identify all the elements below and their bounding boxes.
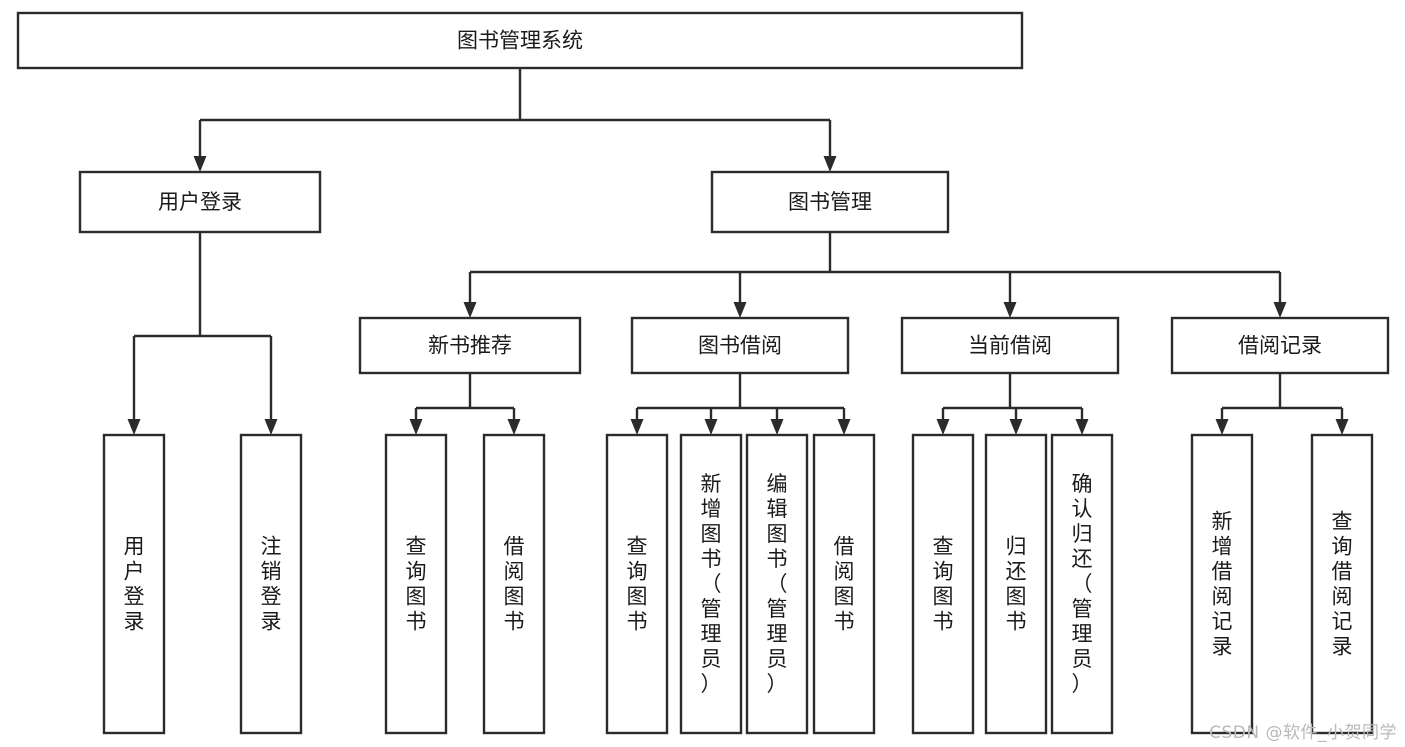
node-root-图书管理系统: 图书管理系统	[16, 11, 1024, 70]
node-label: 图书借阅	[698, 334, 782, 358]
node-box	[630, 316, 850, 375]
node-leaf-0[interactable]: 用户登录	[102, 433, 166, 735]
node-label: 查询图书	[933, 535, 954, 634]
node-box	[900, 316, 1120, 375]
node-level2-1[interactable]: 图书管理	[710, 170, 950, 234]
node-label: 查询借阅记录	[1332, 510, 1353, 659]
node-level3-3[interactable]: 借阅记录	[1170, 316, 1390, 375]
node-label: 查询图书	[627, 535, 648, 634]
node-box	[482, 433, 546, 735]
node-label: 新增图书（管理员）	[701, 472, 722, 696]
node-label: 归还图书	[1006, 535, 1027, 634]
node-box	[102, 433, 166, 735]
node-box	[78, 170, 322, 234]
node-box	[679, 433, 743, 735]
node-label: 借阅记录	[1238, 334, 1322, 358]
node-leaf-3[interactable]: 借阅图书	[482, 433, 546, 735]
node-box	[812, 433, 876, 735]
node-level3-2[interactable]: 当前借阅	[900, 316, 1120, 375]
node-label: 用户登录	[124, 535, 145, 634]
node-label: 借阅图书	[504, 535, 525, 634]
node-label: 图书管理	[788, 190, 872, 214]
node-box	[1190, 433, 1254, 735]
node-box	[1170, 316, 1390, 375]
node-leaf-10[interactable]: 确认归还（管理员）	[1050, 433, 1114, 735]
node-leaf-5[interactable]: 新增图书（管理员）	[679, 433, 743, 735]
node-box	[239, 433, 303, 735]
node-label: 新增借阅记录	[1212, 510, 1233, 659]
node-label: 编辑图书（管理员）	[767, 472, 788, 696]
node-label: 当前借阅	[968, 334, 1052, 358]
node-leaf-2[interactable]: 查询图书	[384, 433, 448, 735]
node-label: 查询图书	[406, 535, 427, 634]
node-box	[1310, 433, 1374, 735]
node-box	[984, 433, 1048, 735]
node-box	[358, 316, 582, 375]
node-label: 借阅图书	[834, 535, 855, 634]
node-leaf-8[interactable]: 查询图书	[911, 433, 975, 735]
node-box	[745, 433, 809, 735]
node-box	[16, 11, 1024, 70]
node-leaf-11[interactable]: 新增借阅记录	[1190, 433, 1254, 735]
node-label: 注销登录	[261, 535, 282, 634]
node-label: 用户登录	[158, 190, 242, 214]
node-leaf-9[interactable]: 归还图书	[984, 433, 1048, 735]
node-level2-0[interactable]: 用户登录	[78, 170, 322, 234]
node-leaf-1[interactable]: 注销登录	[239, 433, 303, 735]
node-box	[1050, 433, 1114, 735]
node-box	[384, 433, 448, 735]
node-level3-0[interactable]: 新书推荐	[358, 316, 582, 375]
node-leaf-7[interactable]: 借阅图书	[812, 433, 876, 735]
node-leaf-4[interactable]: 查询图书	[605, 433, 669, 735]
node-label: 新书推荐	[428, 334, 512, 358]
node-box	[605, 433, 669, 735]
node-leaf-6[interactable]: 编辑图书（管理员）	[745, 433, 809, 735]
node-level3-1[interactable]: 图书借阅	[630, 316, 850, 375]
node-box	[710, 170, 950, 234]
node-label: 图书管理系统	[457, 29, 583, 53]
node-leaf-12[interactable]: 查询借阅记录	[1310, 433, 1374, 735]
node-box	[911, 433, 975, 735]
node-label: 确认归还（管理员）	[1072, 472, 1093, 696]
